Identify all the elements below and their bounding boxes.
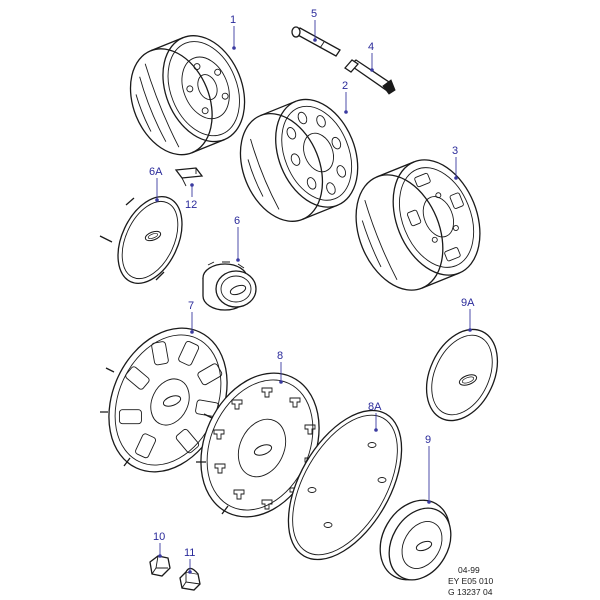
callout-3: 3 (452, 145, 458, 157)
callout-2: 2 (342, 80, 348, 92)
wheel-1 (129, 35, 246, 156)
oval-cover-8a (287, 409, 403, 561)
callout-8: 8 (277, 350, 283, 362)
reference-date: 04-99 (458, 565, 480, 575)
callout-5: 5 (311, 8, 317, 20)
flat-cap-9 (379, 499, 452, 581)
leader-lines (155, 20, 472, 574)
nut-10 (149, 555, 171, 577)
wheel-2 (239, 98, 359, 222)
reference-code-2: G 13237 04 (448, 587, 493, 597)
callout-1: 1 (230, 14, 236, 26)
wheel-trim-7 (100, 327, 228, 473)
reference-code-1: EY E05 010 (448, 576, 493, 586)
callout-11: 11 (184, 547, 195, 559)
reference-block: 04-99 EY E05 010 G 13237 04 (448, 565, 493, 597)
wheel-3 (355, 159, 481, 291)
callout-7: 7 (188, 300, 194, 312)
callout-12: 12 (185, 199, 197, 211)
callout-9: 9 (425, 434, 431, 446)
callout-4: 4 (368, 41, 374, 53)
callout-8a: 8A (368, 401, 382, 413)
centre-cap-6 (202, 261, 257, 311)
callout-labels: 1 5 4 2 3 6A 12 6 9A 7 8 8A 9 10 11 (149, 8, 475, 559)
nut-11 (179, 567, 201, 591)
callout-6a: 6A (149, 166, 163, 178)
hubcap-6a (99, 196, 183, 284)
valve-5 (291, 26, 341, 57)
dome-cap-9a (425, 328, 499, 422)
valve-4 (344, 59, 396, 95)
callout-6: 6 (234, 215, 240, 227)
clip-12 (174, 167, 204, 187)
callout-10: 10 (153, 531, 165, 543)
callout-9a: 9A (461, 297, 475, 309)
